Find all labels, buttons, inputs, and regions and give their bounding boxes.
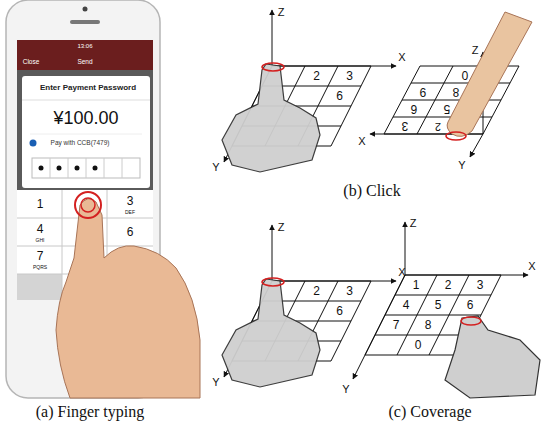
axis-arrow bbox=[272, 281, 396, 282]
axis-arrow bbox=[272, 225, 273, 281]
touch-ring bbox=[81, 198, 95, 212]
app-header bbox=[17, 40, 153, 70]
key-digit: 5 bbox=[444, 103, 451, 115]
keypad-grid-line bbox=[395, 295, 491, 296]
key-digit: 3 bbox=[402, 120, 409, 132]
subfigure-caption: (a) Finger typing bbox=[36, 404, 144, 420]
password-dividers bbox=[50, 158, 122, 178]
axis-label: Z bbox=[278, 222, 285, 233]
hand-icon bbox=[222, 279, 320, 387]
key-letters: PQRS bbox=[33, 265, 47, 270]
bank-icon bbox=[30, 140, 37, 147]
axis-label: Y bbox=[212, 377, 219, 388]
key-digit: 4 bbox=[403, 299, 410, 311]
hand-icon bbox=[445, 316, 540, 398]
subfigure-caption: (b) Click bbox=[343, 183, 400, 199]
header-title: Send bbox=[77, 59, 92, 66]
axis-label: Y bbox=[342, 384, 349, 395]
touch-ring bbox=[446, 132, 466, 140]
axis-label: Z bbox=[278, 7, 285, 18]
key-digit: 8 bbox=[425, 319, 432, 331]
payment-dialog bbox=[22, 76, 150, 188]
axis-label: Y bbox=[212, 162, 219, 173]
touch-ring bbox=[461, 317, 481, 325]
real-finger bbox=[447, 12, 532, 136]
real-hand bbox=[56, 199, 200, 398]
header-button: Close bbox=[23, 59, 40, 66]
key-letters: GHI bbox=[36, 238, 45, 243]
key-digit: 3 bbox=[127, 195, 134, 207]
key-digit: 0 bbox=[462, 69, 469, 81]
phone-camera bbox=[83, 7, 88, 12]
key-digit: 9 bbox=[420, 86, 427, 98]
amount: ¥100.00 bbox=[53, 109, 118, 127]
key-digit: 6 bbox=[411, 103, 418, 115]
axis-label: Z bbox=[410, 218, 417, 229]
dialog-divider bbox=[22, 100, 150, 101]
key-digit: 2 bbox=[313, 70, 320, 82]
key-digit: 8 bbox=[453, 86, 460, 98]
touch-ring bbox=[262, 278, 284, 286]
key-digit: 2 bbox=[435, 120, 441, 131]
key-digit: 1 bbox=[37, 198, 44, 210]
payment-method: Pay with CCB(7479) bbox=[51, 140, 110, 147]
key-digit: 6 bbox=[127, 226, 134, 238]
key-digit: 6 bbox=[336, 90, 343, 102]
axis-arrow bbox=[272, 66, 396, 67]
axis-arrow bbox=[272, 10, 273, 66]
password-dots bbox=[39, 166, 98, 171]
axis-label: X bbox=[398, 52, 405, 63]
axis-label: Y bbox=[458, 160, 465, 171]
key-digit: 7 bbox=[37, 250, 44, 262]
axis-label: X bbox=[358, 136, 365, 147]
keypad-grid-line bbox=[375, 335, 471, 336]
dialog-title: Enter Payment Password bbox=[40, 84, 136, 92]
key-digit: 6 bbox=[467, 299, 474, 311]
keypad-grid-line bbox=[365, 355, 461, 356]
password-box bbox=[32, 158, 140, 178]
key-digit: 3 bbox=[346, 285, 353, 297]
phone-speaker bbox=[70, 20, 100, 24]
keypad-grid-line bbox=[385, 315, 481, 316]
key-digit: 0 bbox=[415, 339, 422, 351]
key-digit: 2 bbox=[313, 285, 320, 297]
key-digit: 3 bbox=[346, 70, 353, 82]
status-time: 13:06 bbox=[77, 43, 92, 49]
key-digit: 1 bbox=[413, 279, 420, 291]
key-digit: 4 bbox=[37, 223, 44, 235]
key-digit: 2 bbox=[445, 279, 452, 291]
key-digit: 6 bbox=[336, 305, 343, 317]
axis-label: X bbox=[528, 261, 535, 272]
axis-label: Z bbox=[472, 45, 479, 56]
key-digit: 5 bbox=[435, 299, 442, 311]
touch-ring bbox=[75, 192, 101, 218]
key-digit: 3 bbox=[477, 279, 484, 291]
hand-icon bbox=[222, 64, 320, 172]
key-digit: 7 bbox=[393, 319, 400, 331]
axis-arrow bbox=[470, 134, 483, 157]
dialog-divider bbox=[30, 134, 142, 135]
axis-arrow bbox=[405, 275, 528, 276]
axis-arrow bbox=[353, 275, 405, 379]
keypad-key bbox=[17, 274, 62, 300]
key-letters: DEF bbox=[125, 210, 135, 215]
subfigure-caption: (c) Coverage bbox=[388, 404, 471, 420]
touch-ring bbox=[262, 63, 284, 71]
axis-label: X bbox=[398, 267, 405, 278]
